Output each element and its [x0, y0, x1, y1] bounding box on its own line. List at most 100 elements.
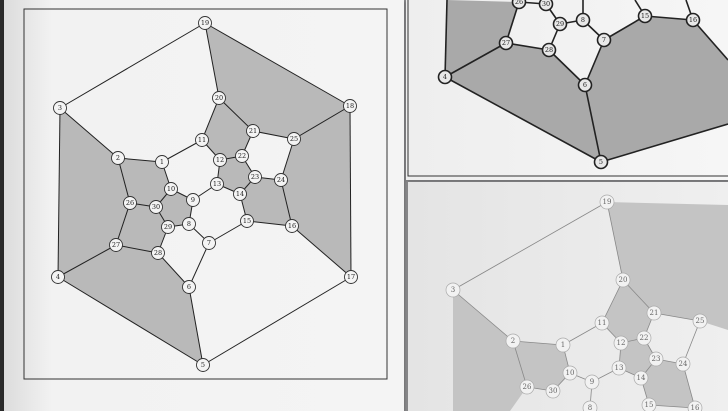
node-circle — [164, 182, 178, 196]
node-label: 10 — [566, 369, 575, 377]
node-circle — [287, 132, 301, 146]
graph-node: 7 — [202, 236, 216, 250]
node-circle — [53, 101, 67, 115]
node-label: 20 — [619, 276, 628, 284]
node-label: 21 — [249, 127, 257, 135]
shaded-face — [202, 98, 253, 160]
node-label: 16 — [288, 222, 296, 230]
graph-node: 30 — [538, 0, 554, 12]
node-label: 29 — [164, 223, 172, 231]
graph-node: 9 — [186, 193, 200, 207]
node-circle — [577, 77, 593, 93]
shaded-face — [118, 158, 171, 207]
node-label: 5 — [599, 158, 603, 166]
node-circle — [161, 220, 175, 234]
node-circle — [599, 194, 615, 210]
graph-node: 22 — [235, 149, 249, 163]
node-circle — [584, 374, 600, 390]
node-label: 29 — [556, 20, 564, 28]
graph-node: 21 — [646, 305, 662, 321]
graph-edge — [188, 242, 210, 288]
graph-node: 17 — [344, 270, 358, 284]
graph-node: 15 — [637, 8, 653, 24]
node-label: 11 — [598, 319, 607, 327]
node-circle — [151, 246, 165, 260]
graph-node: 18 — [343, 99, 357, 113]
node-circle — [235, 149, 249, 163]
graph-edge — [246, 220, 293, 227]
node-label: 20 — [215, 94, 223, 102]
top-right-frame — [407, 0, 728, 177]
graph-node: 20 — [615, 272, 631, 288]
node-label: 10 — [167, 185, 175, 193]
node-label: 11 — [198, 136, 206, 144]
node-circle — [149, 200, 163, 214]
node-label: 30 — [152, 203, 160, 211]
node-label: 12 — [216, 156, 224, 164]
graph-node: 24 — [274, 173, 288, 187]
node-circle — [344, 270, 358, 284]
graph-node: 2 — [505, 333, 521, 349]
node-label: 2 — [116, 154, 120, 162]
graph-edge — [218, 97, 254, 132]
graph-node: 8 — [582, 400, 598, 411]
shaded-face — [453, 290, 527, 411]
graph-edge — [204, 22, 351, 107]
graph-node: 9 — [584, 374, 600, 390]
graph-node: 19 — [198, 16, 212, 30]
node-label: 15 — [243, 217, 251, 225]
graph-node: 5 — [593, 154, 609, 170]
node-circle — [246, 124, 260, 138]
node-label: 24 — [679, 360, 688, 368]
graph-node: 1 — [555, 337, 571, 353]
node-circle — [555, 337, 571, 353]
node-label: 21 — [650, 309, 659, 317]
graph-edge — [115, 202, 131, 246]
node-circle — [633, 370, 649, 386]
node-circle — [182, 280, 196, 294]
node-label: 8 — [187, 220, 191, 228]
node-circle — [613, 335, 629, 351]
node-circle — [594, 315, 610, 331]
graph-edge — [584, 39, 605, 86]
node-circle — [198, 16, 212, 30]
graph-edge — [57, 276, 204, 366]
node-label: 23 — [652, 355, 661, 363]
node-circle — [274, 173, 288, 187]
graph-node: 12 — [213, 153, 227, 167]
graph-edge — [606, 201, 624, 281]
shaded-face — [602, 280, 654, 343]
graph-node: 23 — [648, 351, 664, 367]
graph-node: 20 — [212, 91, 226, 105]
node-circle — [233, 187, 247, 201]
graph-edge — [682, 320, 701, 365]
graph-node: 12 — [613, 335, 629, 351]
node-label: 13 — [615, 364, 624, 372]
node-label: 7 — [207, 239, 211, 247]
shaded-face — [116, 203, 168, 253]
node-circle — [637, 8, 653, 24]
graph-node: 3 — [445, 282, 461, 298]
table-edge — [0, 0, 6, 411]
node-circle — [210, 177, 224, 191]
graph-node: 21 — [246, 124, 260, 138]
node-circle — [111, 151, 125, 165]
node-label: 26 — [126, 199, 134, 207]
graph-edge — [444, 0, 448, 78]
node-label: 16 — [691, 404, 700, 411]
node-label: 9 — [590, 378, 594, 386]
node-circle — [248, 170, 262, 184]
node-circle — [240, 214, 254, 228]
graph-node: 27 — [109, 238, 123, 252]
graph-node: 19 — [599, 194, 615, 210]
node-circle — [692, 313, 708, 329]
node-label: 7 — [602, 36, 606, 44]
shaded-face — [607, 202, 728, 330]
node-label: 30 — [549, 387, 558, 395]
graph-edge — [117, 157, 131, 204]
graph-edge — [252, 130, 295, 140]
shaded-face — [641, 359, 695, 408]
graph-node: 29 — [552, 16, 568, 32]
